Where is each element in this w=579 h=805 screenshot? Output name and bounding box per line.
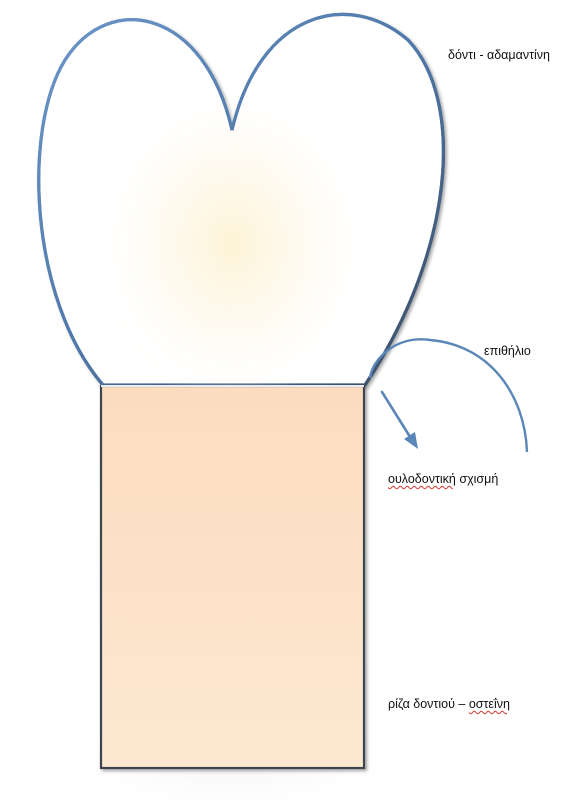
label-gingival-sulcus: ουλοδοντική σχισμή [388,471,498,487]
label-epithelium: επιθήλιο [484,343,531,359]
label-root-word2: οστεΐνη [469,697,510,711]
crown-glow [102,100,362,400]
label-gingival-word2: σχισμή [456,472,498,486]
label-root-cementum: ρίζα δοντιού – οστεΐνη [388,696,510,712]
label-enamel-crown: δόντι - αδαμαντίνη [448,47,550,63]
sulcus-arrow-head [404,432,418,449]
label-root-text: ρίζα δοντιού – [388,697,469,711]
sulcus-arrow-shaft [382,392,412,440]
tooth-root-cementum [101,386,364,768]
label-gingival-word1: ουλοδοντική [388,472,456,486]
